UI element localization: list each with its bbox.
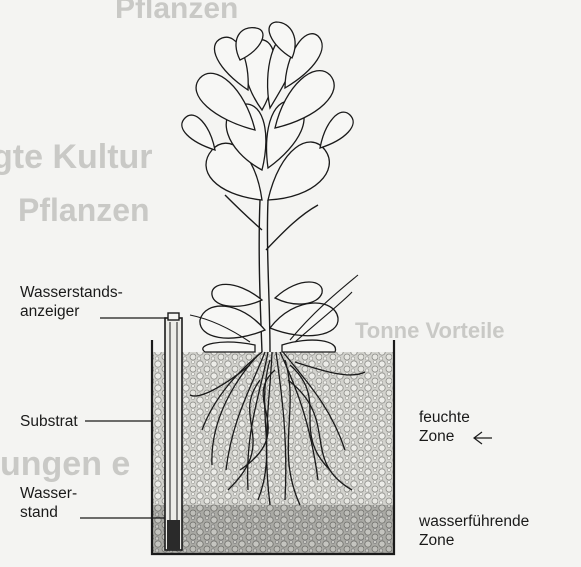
upper-leaves <box>182 22 353 200</box>
substrate-zone <box>153 352 393 522</box>
moist-zone-label-line1: feuchte <box>419 408 470 427</box>
substrate-label: Substrat <box>20 412 78 431</box>
moist-zone-arrow <box>474 432 492 444</box>
indicator-label-line1: Wasserstands- <box>20 283 123 302</box>
water-zone-label-line2: Zone <box>419 531 529 550</box>
indicator-float <box>167 520 180 550</box>
water-level-label-line2: stand <box>20 503 77 522</box>
water-level-indicator <box>165 313 182 550</box>
water-zone <box>153 505 393 553</box>
water-level-label: Wasser- stand <box>20 484 77 522</box>
water-zone-label: wasserführende Zone <box>419 512 529 550</box>
water-level-label-line1: Wasser- <box>20 484 77 503</box>
moist-zone-label: feuchte Zone <box>419 408 470 446</box>
water-zone-label-line1: wasserführende <box>419 512 529 531</box>
moist-zone-label-line2: Zone <box>419 427 470 446</box>
indicator-label-line2: anzeiger <box>20 302 123 321</box>
water-level-indicator-label: Wasserstands- anzeiger <box>20 283 123 321</box>
